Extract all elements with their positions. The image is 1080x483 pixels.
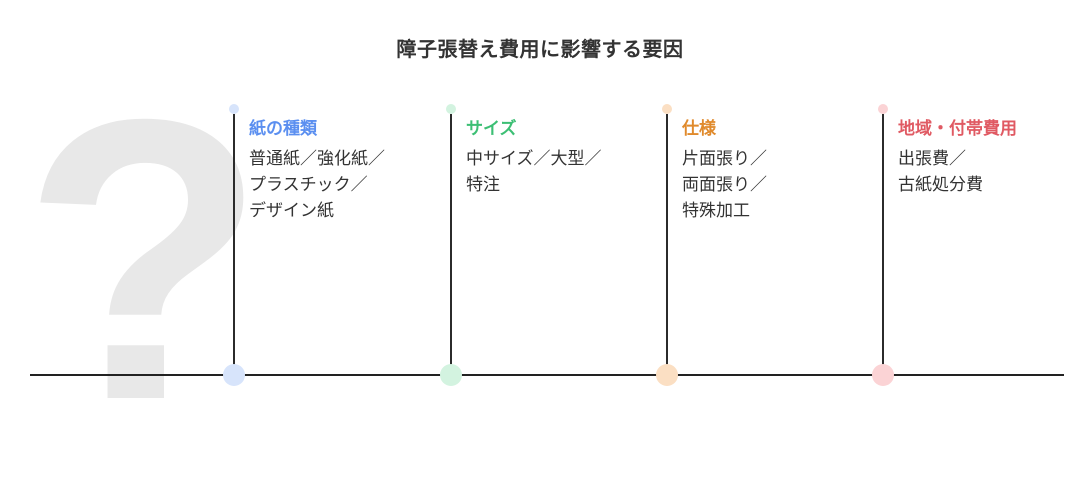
- factor-bottom-dot: [223, 364, 245, 386]
- factor-description-line: 出張費／: [898, 149, 966, 169]
- factor-heading: 地域・付帯費用: [898, 119, 1017, 139]
- factor-heading: 仕様: [682, 119, 716, 139]
- factor-description-line: 普通紙／強化紙／: [249, 149, 385, 169]
- factor-description-line: デザイン紙: [249, 201, 334, 221]
- factor-heading: サイズ: [466, 119, 517, 139]
- question-mark-icon: ?: [22, 36, 267, 483]
- factor-top-dot: [878, 104, 888, 114]
- factor-description-line: 中サイズ／大型／: [466, 149, 602, 169]
- factor-heading: 紙の種類: [249, 119, 317, 139]
- factor-description-line: プラスチック／: [249, 175, 368, 195]
- factor-description-line: 両面張り／: [682, 175, 767, 195]
- timeline-axis: [30, 374, 1064, 376]
- factor-stem: [882, 114, 884, 374]
- factor-description: 片面張り／ 両面張り／ 特殊加工: [682, 146, 767, 224]
- factor-top-dot: [662, 104, 672, 114]
- factor-description: 中サイズ／大型／ 特注: [466, 146, 602, 198]
- factor-stem: [666, 114, 668, 374]
- factor-description: 出張費／ 古紙処分費: [898, 146, 983, 198]
- factor-stem: [233, 114, 235, 374]
- factor-bottom-dot: [656, 364, 678, 386]
- factor-description: 普通紙／強化紙／ プラスチック／ デザイン紙: [249, 146, 385, 224]
- factor-description-line: 片面張り／: [682, 149, 767, 169]
- factor-description-line: 古紙処分費: [898, 175, 983, 195]
- factor-bottom-dot: [872, 364, 894, 386]
- factor-description-line: 特注: [466, 175, 500, 195]
- factor-top-dot: [446, 104, 456, 114]
- factor-stem: [450, 114, 452, 374]
- factor-description-line: 特殊加工: [682, 201, 750, 221]
- factor-bottom-dot: [440, 364, 462, 386]
- factor-top-dot: [229, 104, 239, 114]
- diagram-title: 障子張替え費用に影響する要因: [396, 37, 684, 61]
